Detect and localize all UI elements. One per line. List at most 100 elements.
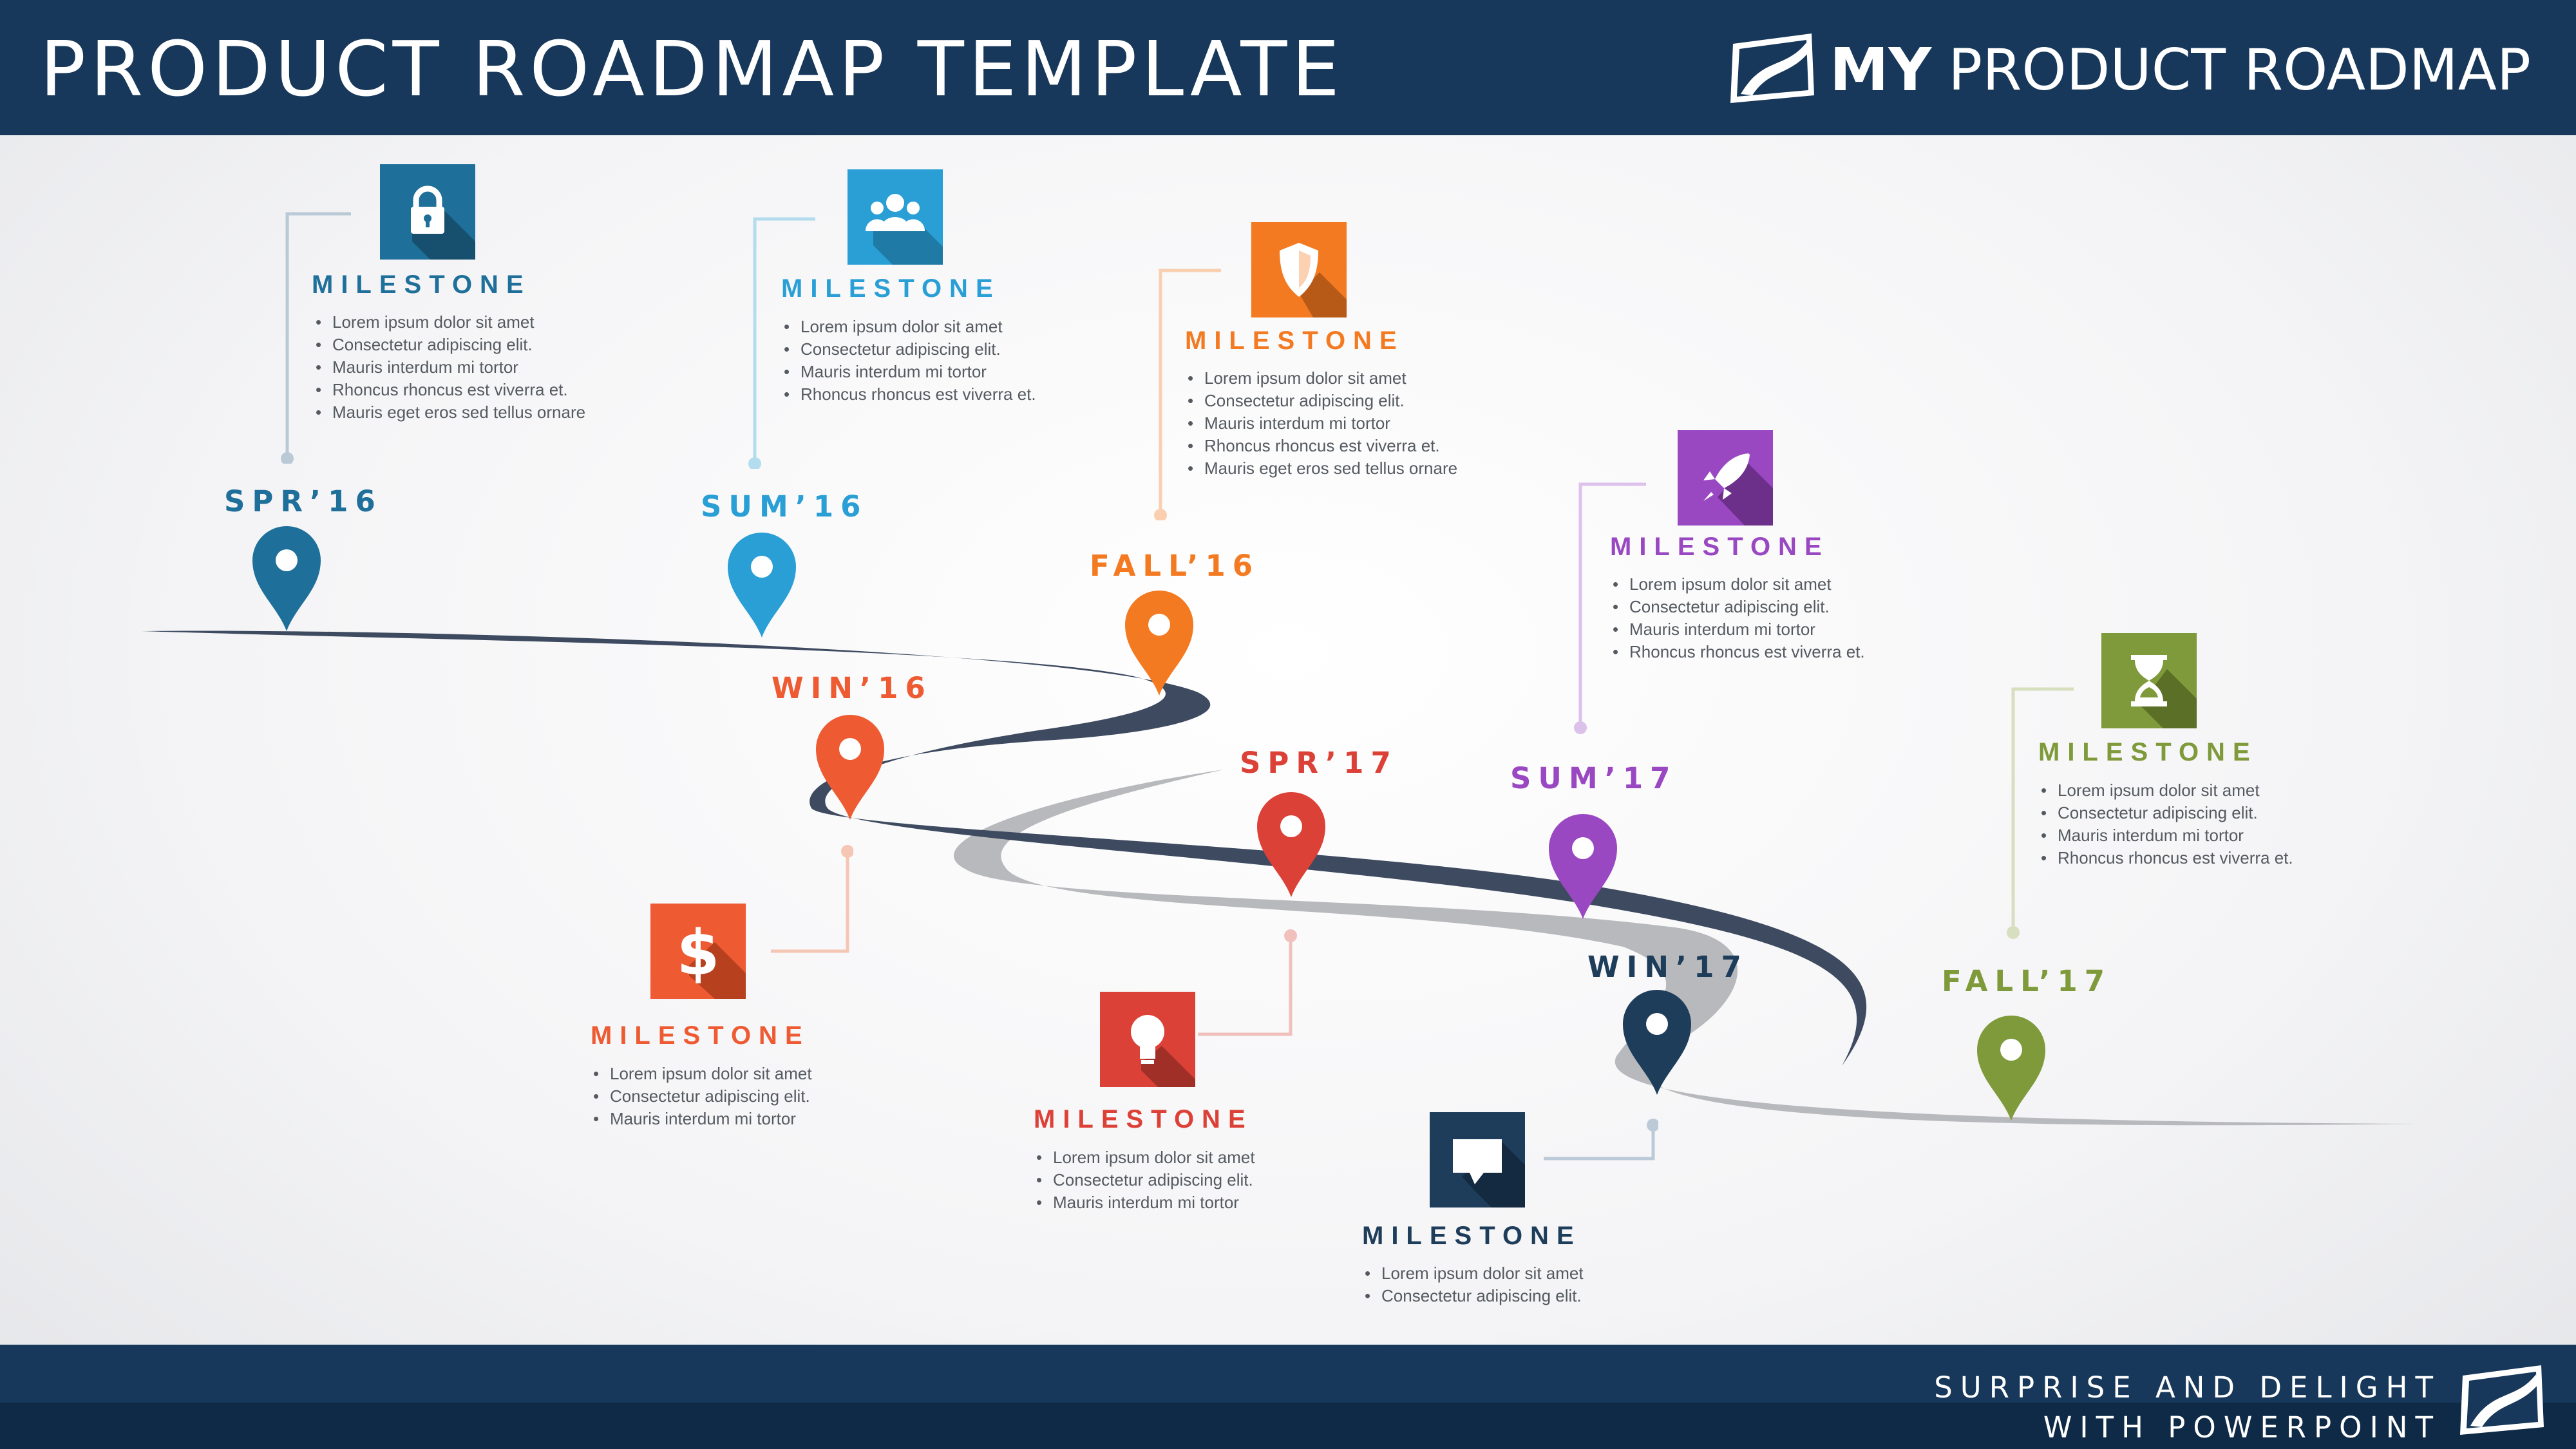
milestone-bullets: Lorem ipsum dolor sit amet Consectetur a… [1362,1262,1584,1307]
brand-my: MY [1829,35,1932,104]
connector-line [1154,269,1221,520]
milestone-bullets: Lorem ipsum dolor sit amet Consectetur a… [781,316,1036,406]
brand-logo: MY PRODUCT ROADMAP [1724,31,2531,108]
milestone-bullets: Lorem ipsum dolor sit amet Consectetur a… [2038,779,2293,869]
road-logo-icon [1730,33,1814,103]
bullet-item: Consectetur adipiscing elit. [313,334,585,356]
dollar-icon: $ [650,904,746,999]
shield-icon [1251,222,1347,317]
bullet-item: Lorem ipsum dolor sit amet [1034,1146,1255,1169]
footer-bar: SURPRISE AND DELIGHT WITH POWERPOINT [0,1345,2576,1449]
connector-line [1198,929,1297,1036]
bullet-item: Rhoncus rhoncus est viverra et. [1610,641,1865,663]
slogan-line: WITH POWERPOINT [2043,1410,2441,1444]
location-pin-icon [816,715,884,820]
footer-slogan: SURPRISE AND DELIGHT WITH POWERPOINT [1934,1368,2441,1448]
milestone-icon-tile [380,164,475,260]
connector-line [2007,687,2074,939]
hourglass-icon [2101,633,2197,728]
brand-name: PRODUCT ROADMAP [1948,36,2531,103]
location-pin-icon [1623,990,1691,1095]
milestone-bullets: Lorem ipsum dolor sit amet Consectetur a… [313,311,585,424]
bullet-item: Consectetur adipiscing elit. [2038,802,2293,824]
bullet-item: Lorem ipsum dolor sit amet [1185,367,1457,390]
rocket-icon [1678,430,1773,526]
bullet-item: Mauris interdum mi tortor [1034,1191,1255,1214]
bullet-item: Consectetur adipiscing elit. [1610,596,1865,618]
bullet-item: Rhoncus rhoncus est viverra et. [2038,847,2293,869]
milestone-title: MILESTONE [591,1021,810,1050]
road-light-segment [953,770,2415,1126]
bullet-item: Mauris interdum mi tortor [313,356,585,379]
location-pin-icon [728,533,796,638]
season-label: WIN’17 [1587,950,1748,984]
header-bar: PRODUCT ROADMAP TEMPLATE MY PRODUCT ROAD… [0,0,2576,135]
footer-band [0,1403,2576,1449]
milestone-bullets: Lorem ipsum dolor sit amet Consectetur a… [591,1063,812,1130]
location-pin-icon [252,526,321,631]
connector-line [1574,482,1646,734]
location-pin-icon [1257,792,1325,897]
milestone-icon-tile [2101,633,2197,728]
milestone-icon-tile [1678,430,1773,526]
milestone-icon-tile [1251,222,1347,317]
milestone-icon-tile [1430,1112,1525,1208]
season-label: FALL’16 [1090,549,1260,583]
road-logo-icon [2460,1365,2544,1435]
connector-line [771,845,853,953]
milestone-bullets: Lorem ipsum dolor sit amet Consectetur a… [1185,367,1457,480]
bullet-item: Consectetur adipiscing elit. [591,1085,812,1108]
bullet-item: Lorem ipsum dolor sit amet [591,1063,812,1085]
bullet-item: Mauris interdum mi tortor [781,361,1036,383]
bullet-item: Lorem ipsum dolor sit amet [1610,573,1865,596]
bullet-item: Mauris interdum mi tortor [1610,618,1865,641]
milestone-bullets: Lorem ipsum dolor sit amet Consectetur a… [1610,573,1865,663]
bullet-item: Rhoncus rhoncus est viverra et. [313,379,585,401]
milestone-title: MILESTONE [2038,738,2258,766]
location-pin-icon [1977,1016,2045,1121]
bullet-item: Lorem ipsum dolor sit amet [313,311,585,334]
milestone-title: MILESTONE [1034,1105,1253,1133]
milestone-title: MILESTONE [1362,1222,1582,1250]
bullet-item: Lorem ipsum dolor sit amet [2038,779,2293,802]
season-label: SPR’16 [224,484,383,518]
bullet-item: Rhoncus rhoncus est viverra et. [781,383,1036,406]
bullet-item: Consectetur adipiscing elit. [1034,1169,1255,1191]
bullet-item: Mauris interdum mi tortor [2038,824,2293,847]
bullet-item: Consectetur adipiscing elit. [781,338,1036,361]
connector-line [748,217,815,469]
bullet-item: Mauris eget eros sed tellus ornare [1185,457,1457,480]
season-label: SUM’16 [701,489,868,524]
milestone-bullets: Lorem ipsum dolor sit amet Consectetur a… [1034,1146,1255,1214]
milestone-title: MILESTONE [1185,327,1405,355]
lightbulb-icon [1100,992,1195,1087]
page-title: PRODUCT ROADMAP TEMPLATE [40,24,1345,113]
bullet-item: Consectetur adipiscing elit. [1362,1285,1584,1307]
speech-bubble-icon [1430,1112,1525,1208]
users-icon [848,169,943,265]
bullet-item: Lorem ipsum dolor sit amet [781,316,1036,338]
season-label: WIN’16 [772,671,933,705]
svg-text:$: $ [677,917,720,989]
milestone-title: MILESTONE [781,274,1001,303]
location-pin-icon [1125,591,1193,696]
bullet-item: Mauris interdum mi tortor [591,1108,812,1130]
location-pin-icon [1549,814,1617,919]
bullet-item: Mauris eget eros sed tellus ornare [313,401,585,424]
connector-line [281,212,351,464]
season-label: FALL’17 [1942,964,2112,998]
milestone-title: MILESTONE [312,270,531,299]
milestone-icon-tile [1100,992,1195,1087]
season-label: SUM’17 [1510,761,1678,795]
milestone-icon-tile: $ [650,904,746,999]
milestone-title: MILESTONE [1610,533,1830,561]
lock-icon [380,164,475,260]
bullet-item: Lorem ipsum dolor sit amet [1362,1262,1584,1285]
bullet-item: Consectetur adipiscing elit. [1185,390,1457,412]
bullet-item: Rhoncus rhoncus est viverra et. [1185,435,1457,457]
connector-line [1544,1119,1658,1160]
bullet-item: Mauris interdum mi tortor [1185,412,1457,435]
season-label: SPR’17 [1240,746,1398,780]
milestone-icon-tile [848,169,943,265]
